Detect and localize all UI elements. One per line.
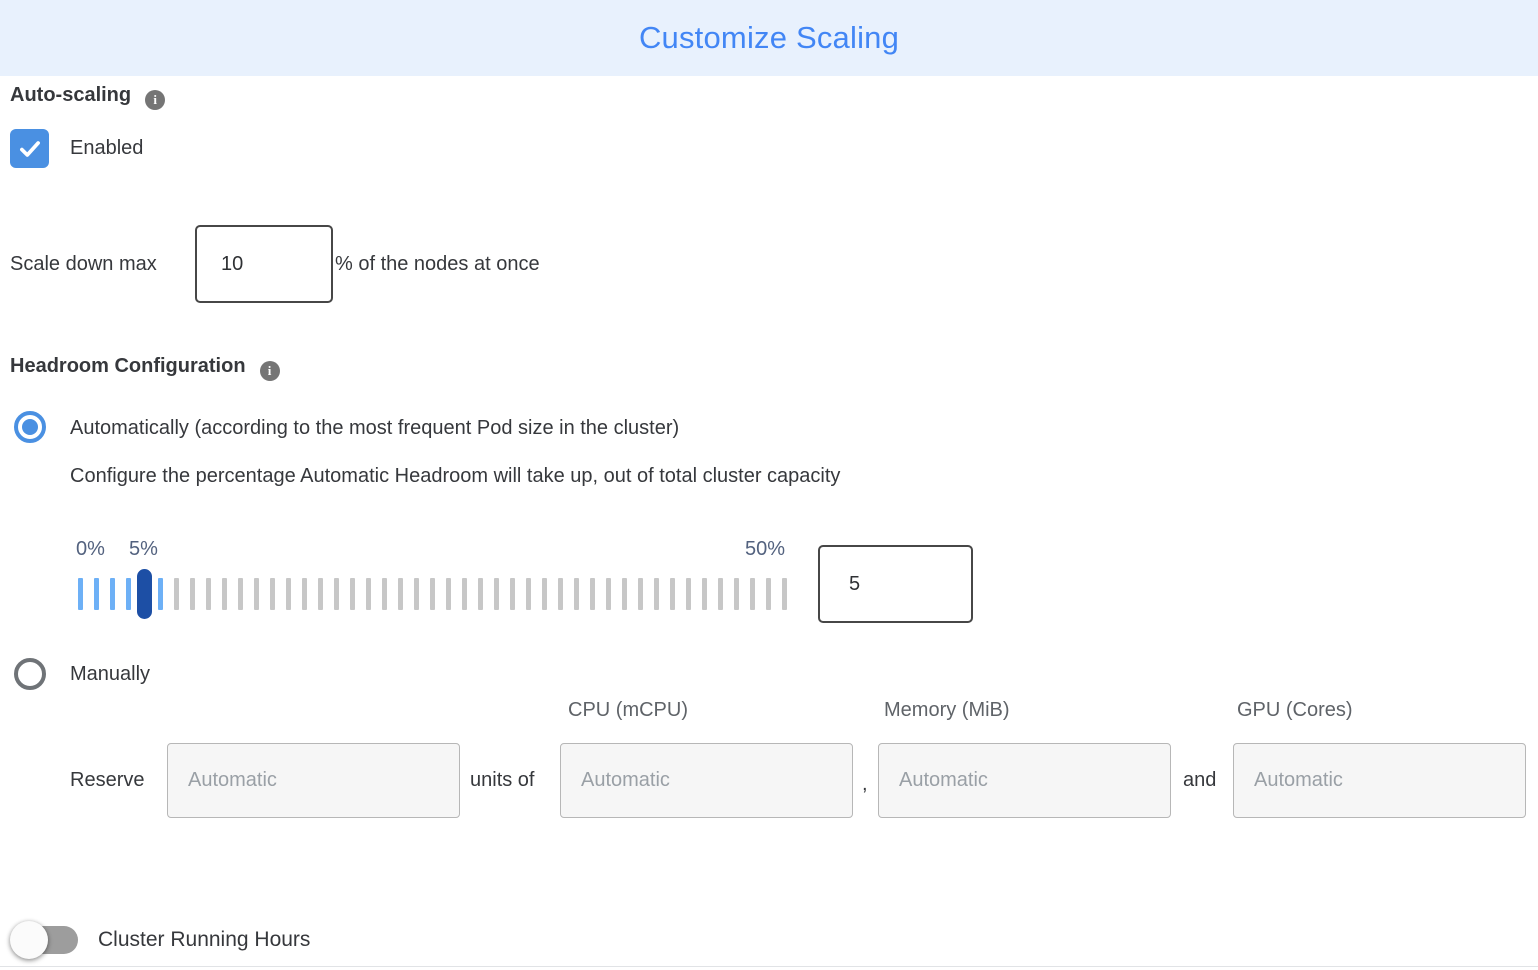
slider-tick — [94, 578, 99, 610]
slider-tick — [574, 578, 579, 610]
cpu-column-header: CPU (mCPU) — [568, 699, 688, 721]
scale-down-max-suffix: % of the nodes at once — [335, 253, 540, 275]
reserve-cpu-input[interactable] — [560, 743, 853, 818]
slider-tick — [366, 578, 371, 610]
reserve-amount-input[interactable] — [167, 743, 460, 818]
slider-tick — [414, 578, 419, 610]
slider-tick — [718, 578, 723, 610]
headroom-manually-label: Manually — [70, 663, 151, 685]
panel-header: Customize Scaling — [0, 0, 1538, 76]
slider-tick — [494, 578, 499, 610]
slider-tick — [270, 578, 275, 610]
slider-tick — [254, 578, 259, 610]
auto-scaling-label: Auto-scaling — [10, 84, 132, 106]
enabled-label: Enabled — [70, 137, 144, 159]
slider-tick — [126, 578, 131, 610]
slider-tick — [430, 578, 435, 610]
slider-tick — [638, 578, 643, 610]
slider-handle[interactable] — [137, 569, 152, 619]
slider-tick — [286, 578, 291, 610]
headroom-automatic-label: Automatically (according to the most fre… — [70, 417, 680, 439]
slider-tick — [174, 578, 179, 610]
headroom-percentage-input[interactable] — [818, 545, 973, 623]
slider-tick — [510, 578, 515, 610]
slider-tick — [318, 578, 323, 610]
slider-tick — [526, 578, 531, 610]
slider-tick — [734, 578, 739, 610]
slider-tick — [110, 578, 115, 610]
slider-tick — [222, 578, 227, 610]
slider-tick — [302, 578, 307, 610]
toggle-knob[interactable] — [10, 921, 48, 959]
slider-ticks — [78, 578, 798, 610]
slider-tick — [334, 578, 339, 610]
slider-tick — [206, 578, 211, 610]
reserve-memory-input[interactable] — [878, 743, 1171, 818]
slider-tick — [622, 578, 627, 610]
radio-dot — [22, 419, 38, 435]
headroom-automatic-description: Configure the percentage Automatic Headr… — [70, 465, 841, 487]
gpu-column-header: GPU (Cores) — [1237, 699, 1353, 721]
cluster-running-hours-toggle[interactable] — [10, 921, 78, 959]
slider-tick — [782, 578, 787, 610]
slider-min-label: 0% — [76, 538, 105, 560]
headroom-configuration-label: Headroom Configuration — [10, 355, 246, 377]
slider-tick — [382, 578, 387, 610]
reserve-gpu-input[interactable] — [1233, 743, 1526, 818]
slider-tick — [766, 578, 771, 610]
slider-tick — [558, 578, 563, 610]
slider-tick — [542, 578, 547, 610]
auto-scaling-enabled-checkbox[interactable] — [10, 129, 49, 168]
page-title: Customize Scaling — [638, 20, 900, 55]
slider-tick — [670, 578, 675, 610]
slider-tick — [462, 578, 467, 610]
slider-tick — [590, 578, 595, 610]
headroom-manually-radio[interactable] — [14, 658, 46, 690]
bottom-divider — [0, 966, 1538, 967]
slider-tick — [78, 578, 83, 610]
slider-tick — [686, 578, 691, 610]
comma-separator: , — [862, 773, 868, 795]
slider-max-label: 50% — [745, 538, 786, 560]
auto-scaling-info-icon[interactable]: i — [145, 90, 166, 110]
slider-tick — [398, 578, 403, 610]
cluster-running-hours-label: Cluster Running Hours — [98, 928, 311, 951]
slider-tick — [654, 578, 659, 610]
slider-tick — [238, 578, 243, 610]
scale-down-max-input[interactable] — [195, 225, 333, 303]
check-icon — [19, 140, 40, 157]
slider-tick — [606, 578, 611, 610]
memory-column-header: Memory (MiB) — [884, 699, 1010, 721]
slider-tick — [158, 578, 163, 610]
slider-tick — [478, 578, 483, 610]
units-of-label: units of — [470, 769, 535, 791]
slider-tick — [446, 578, 451, 610]
scale-down-max-label: Scale down max — [10, 253, 157, 275]
slider-tick — [750, 578, 755, 610]
slider-tick — [350, 578, 355, 610]
slider-current-label: 5% — [129, 538, 158, 560]
headroom-automatic-radio[interactable] — [14, 411, 46, 443]
reserve-label: Reserve — [70, 769, 145, 791]
and-label: and — [1183, 769, 1217, 791]
slider-tick — [702, 578, 707, 610]
headroom-info-icon[interactable]: i — [259, 361, 280, 381]
slider-tick — [190, 578, 195, 610]
